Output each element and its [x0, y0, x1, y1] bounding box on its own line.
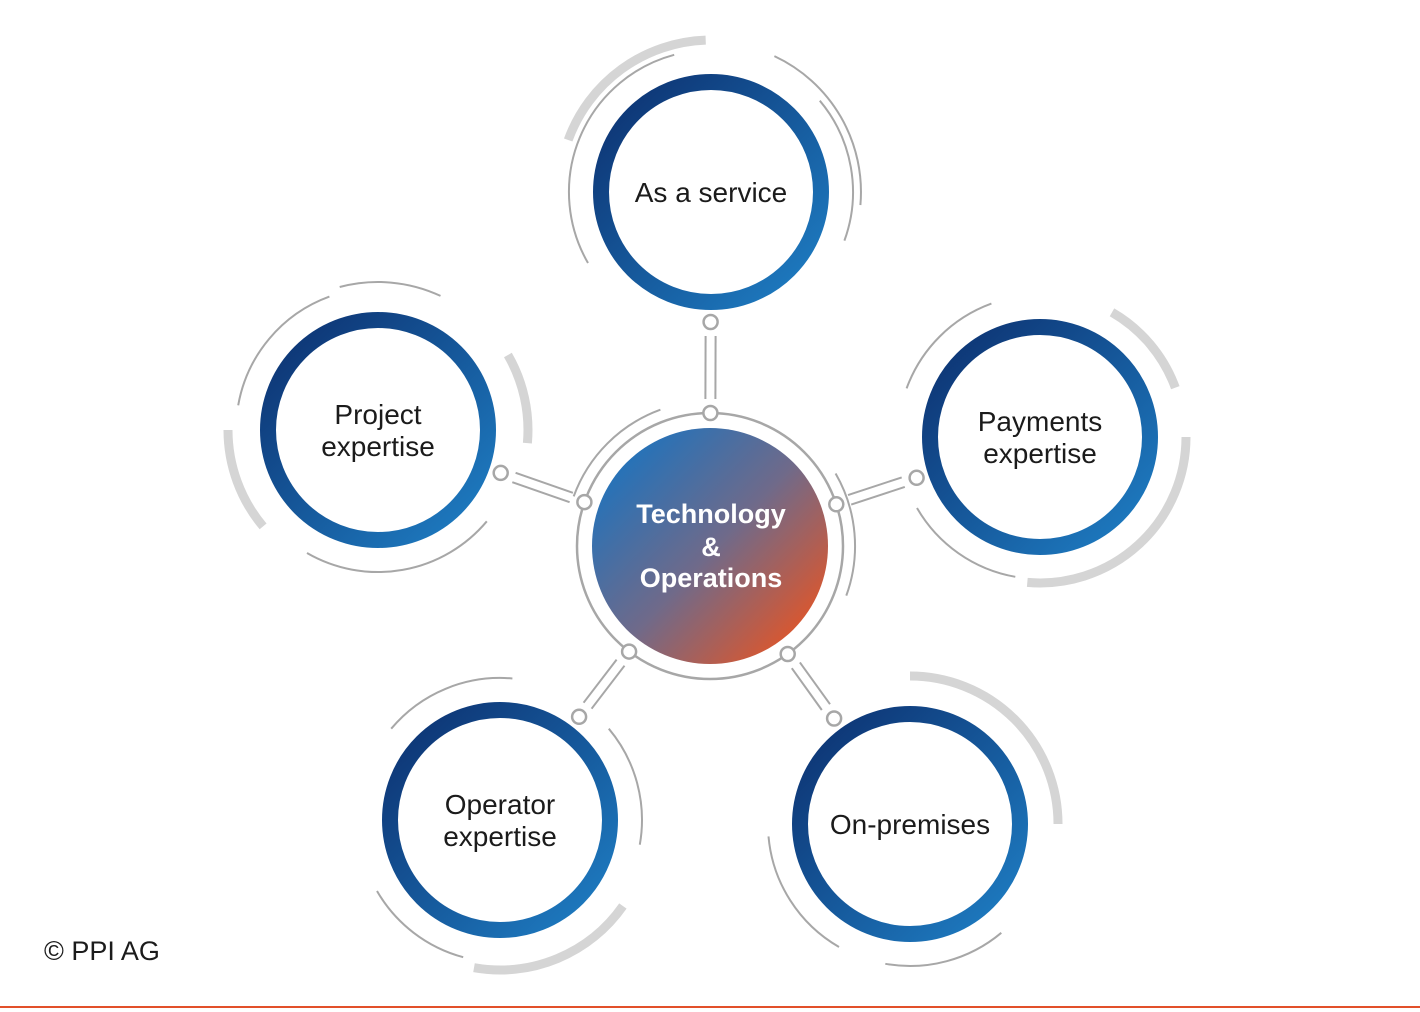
arc-node-1-4 — [339, 280, 441, 297]
node-label-line1: Operator — [445, 789, 556, 820]
arc-node-4-1 — [767, 836, 840, 948]
connector-joint-0-0 — [702, 404, 719, 422]
node-as-a-service: As a service — [593, 74, 829, 310]
arc-node-1-5 — [223, 429, 267, 530]
connector-line-4-0 — [799, 661, 831, 705]
arc-center-0 — [572, 408, 661, 497]
connector-joint-1-1 — [492, 464, 509, 482]
decorative-arcs — [223, 35, 1191, 975]
arc-node-3-3 — [473, 903, 627, 975]
connector-joint-0-1 — [702, 313, 719, 331]
arc-node-2-1 — [905, 302, 992, 389]
connector-line-1-0 — [511, 481, 570, 504]
arc-node-3-4 — [376, 890, 464, 959]
connector-line-2-1 — [850, 485, 906, 506]
node-label-line2: expertise — [983, 438, 1097, 469]
node-ring — [593, 74, 829, 310]
connector-joint-2-1 — [908, 469, 925, 487]
node-operator-expertise: Operator expertise — [382, 702, 618, 938]
connector-line-4-1 — [790, 667, 823, 711]
node-ring — [922, 319, 1158, 555]
arc-node-3-1 — [390, 676, 513, 730]
arc-node-2-2 — [1109, 308, 1180, 390]
arc-node-4-2 — [909, 671, 1063, 825]
center-label-line1: Technology — [636, 499, 786, 529]
arc-node-0-1 — [567, 53, 675, 264]
arc-node-1-2 — [306, 520, 488, 573]
node-project-expertise: Project expertise — [260, 312, 496, 548]
arc-node-4-3 — [885, 932, 1002, 967]
connector-joint-4-1 — [825, 710, 843, 727]
connector-joint-4-0 — [779, 645, 796, 663]
arc-node-2-3 — [1026, 436, 1191, 588]
node-label-line2: expertise — [443, 821, 557, 852]
arc-node-1-1 — [237, 295, 330, 406]
node-on-premises: On-premises — [792, 706, 1028, 942]
arc-node-2-4 — [916, 507, 1016, 578]
node-label-line1: As a service — [635, 177, 788, 208]
center-label-line3: Operations — [640, 563, 783, 593]
bottom-accent-rule — [0, 1006, 1420, 1008]
arc-node-3-2 — [608, 728, 643, 845]
arc-node-1-3 — [503, 352, 533, 444]
node-ring — [792, 706, 1028, 942]
node-label-line1: Project — [334, 399, 421, 430]
node-ring — [260, 312, 496, 548]
connector-joint-3-1 — [570, 708, 588, 726]
node-ring — [382, 702, 618, 938]
center-label-line2: & — [701, 532, 721, 562]
arc-node-0-2 — [819, 100, 854, 241]
connector-lines — [511, 335, 906, 711]
arc-center-1 — [834, 473, 857, 596]
connector-line-3-0 — [590, 665, 626, 710]
connector-joint-1-0 — [576, 493, 593, 511]
connector-joints — [492, 313, 925, 727]
connector-joint-3-0 — [620, 643, 638, 660]
node-payments-expertise: Payments expertise — [922, 319, 1158, 555]
arc-node-0-3 — [563, 35, 706, 142]
connector-line-1-1 — [515, 471, 574, 494]
center-circle — [592, 428, 828, 664]
node-label-line2: expertise — [321, 431, 435, 462]
node-label-line1: Payments — [978, 406, 1103, 437]
connector-line-2-0 — [847, 476, 903, 497]
arc-node-0-4 — [773, 55, 862, 206]
connector-line-3-1 — [582, 658, 618, 704]
copyright-text: © PPI AG — [44, 936, 160, 966]
node-label-line1: On-premises — [830, 809, 990, 840]
center-hub: Technology & Operations — [575, 411, 845, 681]
connector-joint-2-0 — [828, 496, 845, 513]
